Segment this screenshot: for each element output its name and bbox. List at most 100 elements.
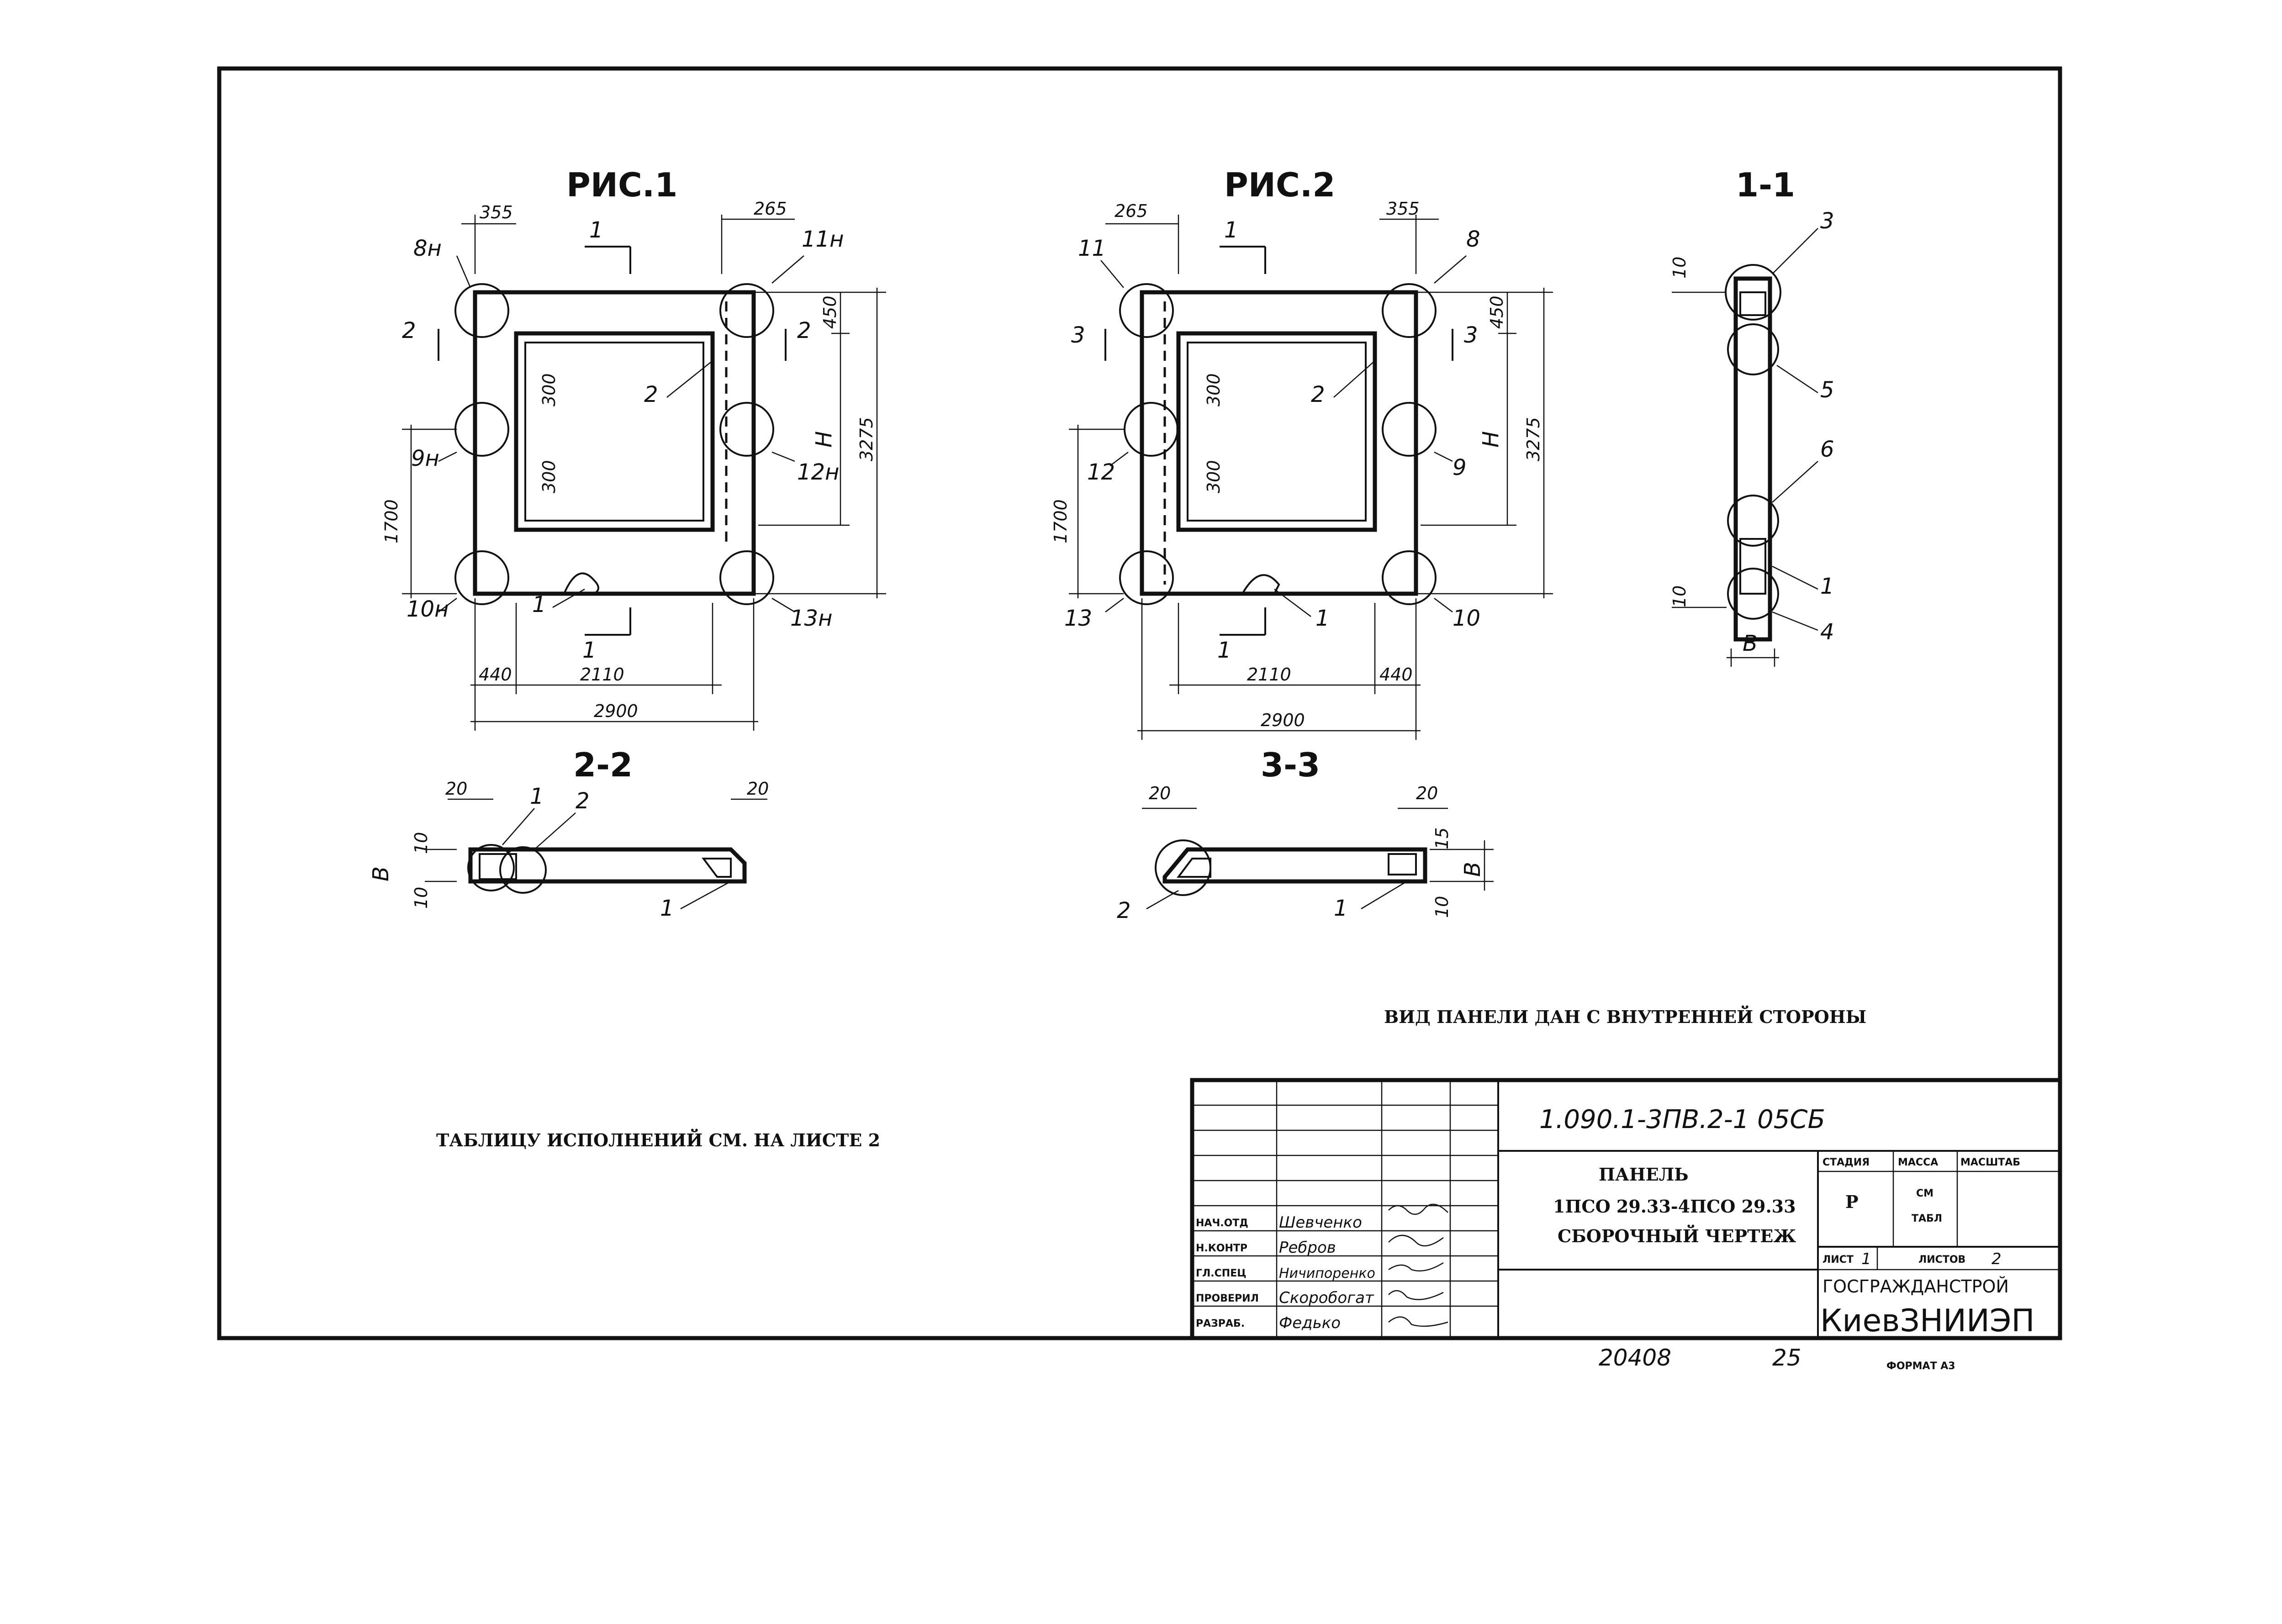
svg-text:3: 3	[1071, 322, 1085, 348]
svg-text:Федько: Федько	[1279, 1314, 1341, 1332]
svg-text:Шевченко: Шевченко	[1279, 1213, 1362, 1232]
svg-text:Скоробогат: Скоробогат	[1279, 1289, 1374, 1307]
organization-ministry: ГОСГРАЖДАНСТРОЙ	[1822, 1276, 2009, 1297]
section-3-3: 3-3 20 20 B 15 10 2 1	[1117, 746, 1494, 923]
svg-text:3: 3	[1820, 208, 1834, 234]
svg-text:300: 300	[539, 460, 559, 493]
svg-text:10: 10	[1669, 257, 1690, 279]
svg-text:1: 1	[532, 592, 546, 617]
stage-value: Р	[1845, 1192, 1859, 1212]
section-1-1: 1-1 10 10 B 3 5 6 1 4	[1669, 166, 1834, 667]
svg-text:265: 265	[1115, 201, 1148, 221]
svg-text:ЛИСТ: ЛИСТ	[1822, 1254, 1854, 1265]
svg-text:НАЧ.ОТД: НАЧ.ОТД	[1196, 1218, 1248, 1229]
svg-text:20: 20	[1149, 783, 1171, 803]
svg-text:H: H	[1478, 431, 1504, 448]
svg-text:450: 450	[820, 295, 840, 329]
fig2-circle-12	[1124, 402, 1178, 457]
svg-text:3275: 3275	[856, 417, 877, 461]
svg-text:265: 265	[754, 199, 787, 219]
svg-text:10: 10	[411, 832, 431, 854]
svg-text:ПРОВЕРИЛ: ПРОВЕРИЛ	[1196, 1293, 1259, 1304]
svg-text:1: 1	[660, 896, 674, 921]
fig1-panel-outline	[473, 290, 756, 596]
fig1-circle-10n	[454, 550, 509, 605]
svg-text:10: 10	[1453, 606, 1480, 631]
note-panel-view: ВИД ПАНЕЛИ ДАН С ВНУТРЕННЕЙ СТОРОНЫ	[1384, 1006, 1866, 1027]
fig1-circle-12n	[719, 402, 774, 457]
svg-text:440: 440	[479, 664, 512, 685]
svg-text:2110: 2110	[1247, 664, 1291, 685]
svg-text:2: 2	[1311, 382, 1325, 407]
fig1-opening	[514, 331, 715, 532]
svg-text:10н: 10н	[407, 596, 449, 622]
svg-text:4: 4	[1820, 619, 1834, 645]
svg-text:1ПСО 29.33-4ПСО 29.33: 1ПСО 29.33-4ПСО 29.33	[1553, 1196, 1796, 1217]
page-number: 25	[1772, 1345, 1801, 1371]
svg-text:1: 1	[1334, 896, 1348, 921]
svg-text:2: 2	[797, 318, 811, 343]
svg-text:МАССА: МАССА	[1898, 1157, 1938, 1168]
svg-text:1: 1	[582, 638, 597, 663]
svg-text:2: 2	[1991, 1250, 2002, 1268]
format-label: ФОРМАТ А3	[1886, 1360, 1955, 1372]
svg-text:Ничипоренко: Ничипоренко	[1279, 1265, 1375, 1281]
svg-text:РАЗРАБ.: РАЗРАБ.	[1196, 1318, 1245, 1329]
svg-text:2900: 2900	[1261, 710, 1305, 730]
svg-text:3275: 3275	[1523, 417, 1543, 461]
svg-text:10: 10	[1669, 585, 1690, 607]
organization-institute: КиевЗНИИЭП	[1820, 1303, 2034, 1339]
svg-text:15: 15	[1432, 828, 1452, 849]
document-code: 1.090.1-3ПВ.2-1 05СБ	[1539, 1105, 1825, 1134]
svg-text:6: 6	[1820, 437, 1834, 462]
svg-text:11: 11	[1078, 236, 1106, 261]
svg-text:ТАБЛ: ТАБЛ	[1912, 1213, 1942, 1224]
svg-text:МАСШТАБ: МАСШТАБ	[1960, 1157, 2020, 1168]
svg-text:H: H	[811, 431, 837, 448]
svg-text:2: 2	[576, 788, 590, 814]
svg-text:5: 5	[1820, 377, 1834, 403]
svg-text:1700: 1700	[381, 499, 401, 543]
fig2-circle-13	[1119, 550, 1174, 605]
svg-text:ЛИСТОВ: ЛИСТОВ	[1918, 1254, 1965, 1265]
svg-text:1: 1	[1224, 217, 1238, 243]
fig2-circle-9	[1382, 402, 1437, 457]
title-block: НАЧ.ОТД Шевченко Н.КОНТР Ребров ГЛ.СПЕЦ …	[1190, 1078, 2062, 1340]
svg-text:300: 300	[1204, 460, 1224, 493]
svg-text:10: 10	[411, 887, 431, 909]
drawing-name: ПАНЕЛЬ	[1599, 1164, 1689, 1185]
svg-text:1700: 1700	[1051, 499, 1071, 543]
fig1-circle-9n	[454, 402, 509, 457]
svg-text:2: 2	[644, 382, 658, 407]
fig1-circle-8n	[454, 283, 509, 338]
svg-text:СТАДИЯ: СТАДИЯ	[1822, 1157, 1870, 1168]
svg-text:СБОРОЧНЫЙ ЧЕРТЕЖ: СБОРОЧНЫЙ ЧЕРТЕЖ	[1558, 1225, 1796, 1246]
svg-text:ГЛ.СПЕЦ: ГЛ.СПЕЦ	[1196, 1268, 1247, 1279]
svg-text:8: 8	[1466, 227, 1480, 252]
section-2-2: 2-2 B 10 10 20 20 1 2 1	[368, 746, 769, 921]
svg-text:1: 1	[1315, 606, 1330, 631]
svg-text:B: B	[1743, 631, 1758, 656]
svg-text:2110: 2110	[580, 664, 624, 685]
section-3-3-title: 3-3	[1261, 746, 1320, 784]
svg-text:Ребров: Ребров	[1279, 1239, 1336, 1257]
signature-row: НАЧ.ОТД Шевченко	[1196, 1213, 1362, 1232]
fig1-circle-11n	[719, 283, 774, 338]
svg-text:300: 300	[1204, 373, 1224, 406]
svg-text:9: 9	[1453, 455, 1467, 480]
fig2-circle-8	[1382, 283, 1437, 338]
fig2-opening	[1176, 331, 1377, 532]
svg-text:440: 440	[1379, 664, 1413, 685]
svg-text:11н: 11н	[802, 227, 844, 252]
figure-2-title: РИС.2	[1224, 166, 1335, 204]
svg-text:13н: 13н	[790, 606, 832, 631]
svg-text:355: 355	[480, 202, 513, 222]
signature-row: РАЗРАБ. Федько	[1196, 1314, 1341, 1332]
fig2-circle-10	[1382, 550, 1437, 605]
svg-text:1: 1	[530, 784, 544, 809]
svg-text:B: B	[1460, 862, 1485, 877]
svg-text:9н: 9н	[411, 446, 439, 471]
svg-text:2: 2	[402, 318, 416, 343]
svg-text:2: 2	[1117, 898, 1131, 923]
